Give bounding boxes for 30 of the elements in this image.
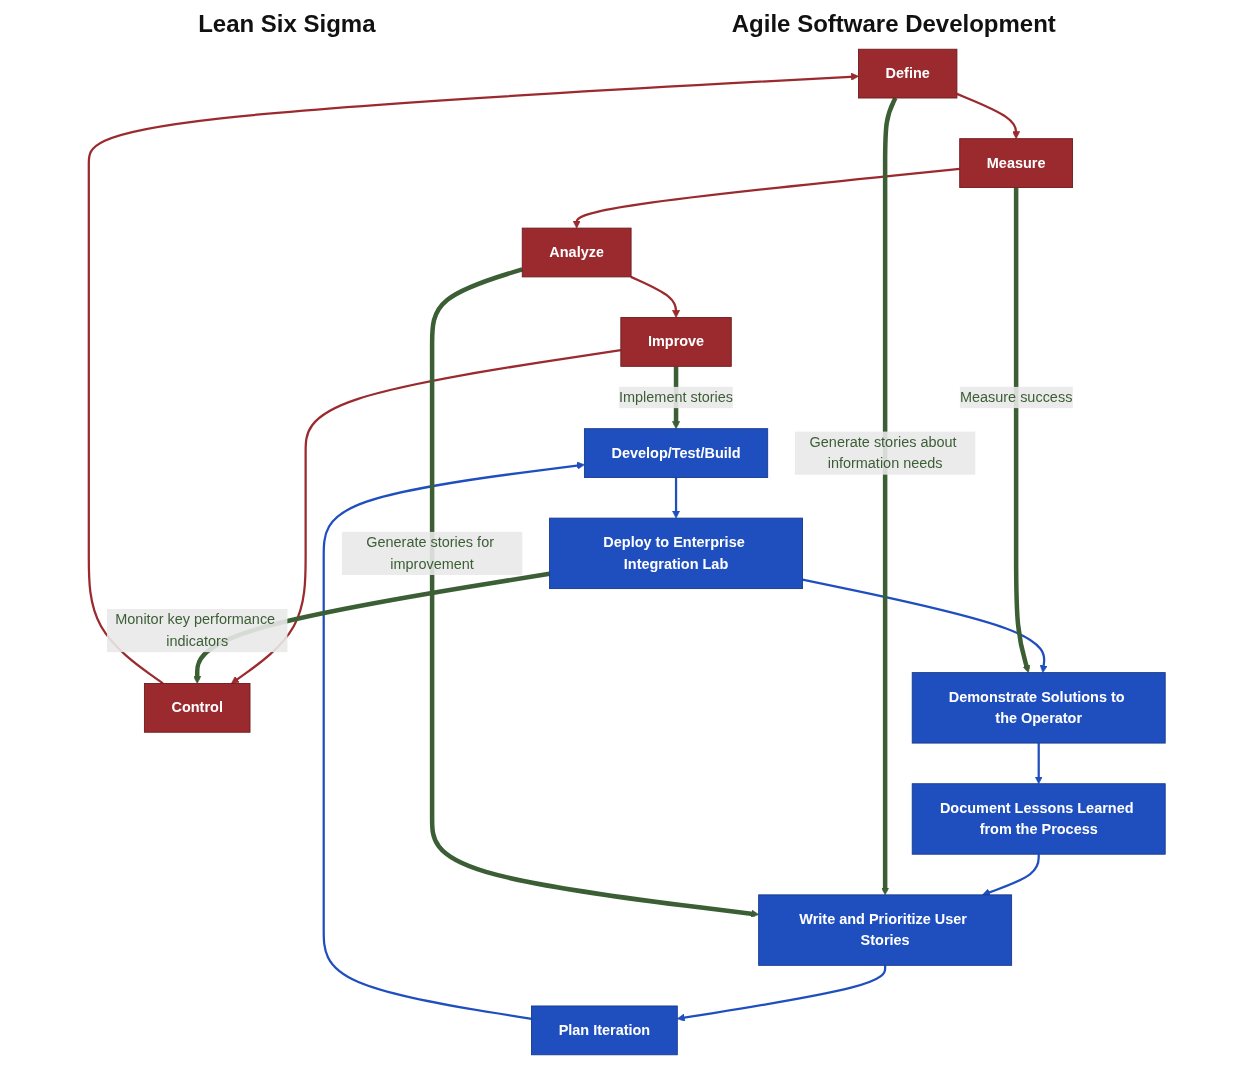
arrow [672, 477, 680, 519]
node-box: Improve [620, 317, 732, 367]
arrow [630, 275, 680, 318]
node-box: Deploy to Enterprise Integration Lab [549, 517, 803, 590]
edge-label: Generate stories for improvement [366, 534, 494, 572]
node-box: Define [858, 48, 958, 99]
node-box: Analyze [521, 227, 632, 278]
arrow [676, 965, 887, 1022]
node-box: Develop/Test/Build [583, 428, 769, 478]
arrow [1013, 187, 1031, 673]
arrow [802, 578, 1048, 673]
node-box: Demonstrate Solutions to the Operator [911, 672, 1166, 744]
arrow [572, 167, 960, 229]
node-box: Control [143, 683, 251, 733]
arrow [1034, 743, 1043, 785]
node-box: Document Lessons Learned from the Process [911, 783, 1166, 855]
edge-label: Monitor key performance indicators [115, 611, 276, 649]
edge-label: Implement stories [619, 389, 734, 405]
node-box: Plan Iteration [531, 1005, 678, 1056]
arrow [231, 349, 621, 684]
arrow [322, 461, 585, 1020]
edge-label: Generate stories about information needs [809, 434, 957, 472]
arrow [429, 267, 759, 918]
column-heading: Agile Software Development [731, 10, 1056, 38]
arrow [956, 92, 1021, 140]
node-box: Write and Prioritize User Stories [758, 894, 1013, 966]
column-heading: Lean Six Sigma [198, 10, 376, 38]
edge-label: Measure success [959, 389, 1073, 405]
arrow [881, 97, 898, 896]
node-box: Measure [959, 138, 1073, 188]
